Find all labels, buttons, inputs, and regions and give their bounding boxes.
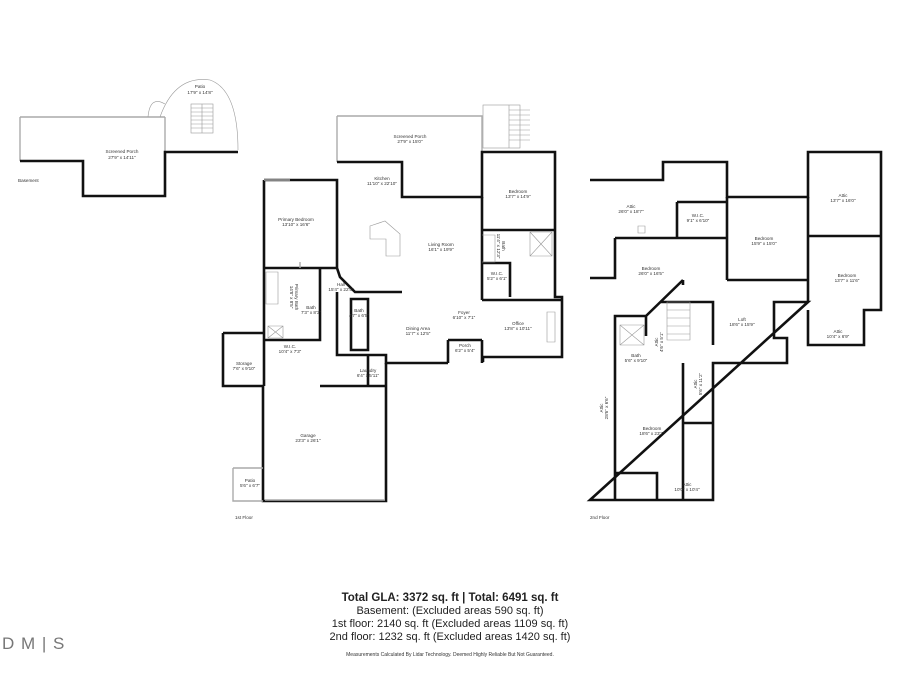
room-name: Primary Bedroom <box>278 217 314 222</box>
room-name: Living Room <box>428 242 454 247</box>
room-dims: 5'6" x 6'7" <box>240 483 260 488</box>
room-name: Screened Porch <box>394 134 427 139</box>
room-dims: 9'1" x 6'10" <box>687 218 710 223</box>
room-dims: 5'6" x 11'2" <box>698 372 703 395</box>
room-dims: 13'10" x 16'6" <box>282 222 310 227</box>
room-name: Bedroom <box>643 426 662 431</box>
room-dims: 10'4" x 7'3" <box>279 349 302 354</box>
room-dims: 10'4" x 6'9" <box>827 334 850 339</box>
room-name: Kitchen <box>374 176 390 181</box>
room-name: W.I.C. <box>692 213 705 218</box>
room-dims: 17'9" x 14'8" <box>187 90 213 95</box>
room-name: W.I.C. <box>284 344 297 349</box>
room-dims: 13'7" x 16'0" <box>830 198 856 203</box>
room-dims: 16'1" x 19'9" <box>428 247 454 252</box>
room-name: Laundry <box>360 368 377 373</box>
room-name: Bedroom <box>755 236 774 241</box>
room-name: Attic <box>839 193 849 198</box>
room-name: Attic <box>834 329 844 334</box>
room-name: Attic <box>627 204 637 209</box>
room-name: Porch <box>459 343 471 348</box>
room-dims: 11'10" x 22'10" <box>367 181 397 186</box>
room-name: Bath <box>354 308 364 313</box>
room-dims: 26'0" x 16'5" <box>638 271 664 276</box>
room-name: W.I.C. <box>491 271 504 276</box>
room-name: Hall <box>337 282 345 287</box>
room-name: Attic <box>654 337 659 347</box>
room-dims: 5'2" x 6'1" <box>487 276 507 281</box>
room-dims: 23'3" x 26'1" <box>295 438 321 443</box>
room-name: Attic <box>693 379 698 389</box>
room-name: Attic <box>599 403 604 413</box>
room-name: Bedroom <box>509 189 528 194</box>
room-dims: 6'10" x 7'1" <box>453 315 476 320</box>
floor-label: 2nd Floor <box>590 515 610 520</box>
room-name: Attic <box>683 482 693 487</box>
room-name: Bedroom <box>838 273 857 278</box>
room-dims: 15'9" x 15'0" <box>751 241 777 246</box>
room-name: Patio <box>245 478 256 483</box>
room-dims: 18'6" x 23'7" <box>639 431 665 436</box>
floor-label: Basement <box>18 178 39 183</box>
room-name: Dining Area <box>406 326 430 331</box>
room-name: Bath <box>306 305 316 310</box>
room-dims: 13'7" x 14'9" <box>505 194 531 199</box>
room-dims: 7'3" x 8'3" <box>301 310 321 315</box>
room-dims: 4'7" x 6'5" <box>349 313 369 318</box>
first-floor-area: 1st floor: 2140 sq. ft (Excluded areas 1… <box>331 618 569 630</box>
room-name: Office <box>512 321 524 326</box>
room-name: Screened Porch <box>106 149 139 154</box>
second-floor-plan: Attic 26'0" x 18'7" W.I.C. 9'1" x 6'10" … <box>586 150 883 520</box>
total-area-title: Total GLA: 3372 sq. ft | Total: 6491 sq.… <box>341 592 559 604</box>
room-dims: 15'4" x 22'5" <box>328 287 354 292</box>
room-dims: 18'6" x 15'9" <box>729 322 755 327</box>
second-floor-area: 2nd floor: 1232 sq. ft (Excluded areas 1… <box>329 631 571 643</box>
room-name: Bath <box>501 241 506 251</box>
disclaimer: Measurements Calculated By Lidar Technol… <box>346 652 554 658</box>
room-name: Loft <box>738 317 746 322</box>
room-dims: 6'4" x 5'11" <box>357 373 380 378</box>
first-floor-plan: Screened Porch 27'9" x 15'0" Kitchen 11'… <box>221 104 564 520</box>
area-summary: Total GLA: 3372 sq. ft | Total: 6491 sq.… <box>300 591 600 658</box>
floor-label: 1st Floor <box>235 515 253 520</box>
room-dims: 26'0" x 18'7" <box>618 209 644 214</box>
room-name: Storage <box>236 361 253 366</box>
room-dims: 7'6" x 9'10" <box>233 366 256 371</box>
mls-logo: D M | S <box>2 634 66 653</box>
room-dims: 4'6" x 5'1" <box>659 332 664 352</box>
room-dims: 5'6" x 9'10" <box>625 358 648 363</box>
room-name: Primary Bath <box>294 284 299 311</box>
room-dims: 28'6" x 6'6" <box>604 396 609 419</box>
room-name: Foyer <box>458 310 470 315</box>
room-dims: 11'7" x 12'5" <box>406 331 431 336</box>
room-dims: 6'2" x 5'4" <box>455 348 475 353</box>
room-dims: 27'9" x 14'11" <box>108 155 136 160</box>
basement-plan: Screened Porch 27'9" x 14'11" Patio 17'9… <box>18 79 239 198</box>
room-dims: 13'8" x 10'11" <box>504 326 532 331</box>
room-name: Bath <box>631 353 641 358</box>
basement-area: Basement: (Excluded areas 590 sq. ft) <box>356 605 544 617</box>
room-name: Garage <box>300 433 316 438</box>
room-name: Bedroom <box>642 266 661 271</box>
room-dims: 13'7" x 11'6" <box>835 278 860 283</box>
room-dims: 11'4" x 12'3" <box>496 234 501 259</box>
room-dims: 14'8" x 8'5" <box>289 286 294 309</box>
room-dims: 27'9" x 15'0" <box>397 139 423 144</box>
room-name: Patio <box>195 84 206 89</box>
room-dims: 10'0" x 10'4" <box>674 487 700 492</box>
